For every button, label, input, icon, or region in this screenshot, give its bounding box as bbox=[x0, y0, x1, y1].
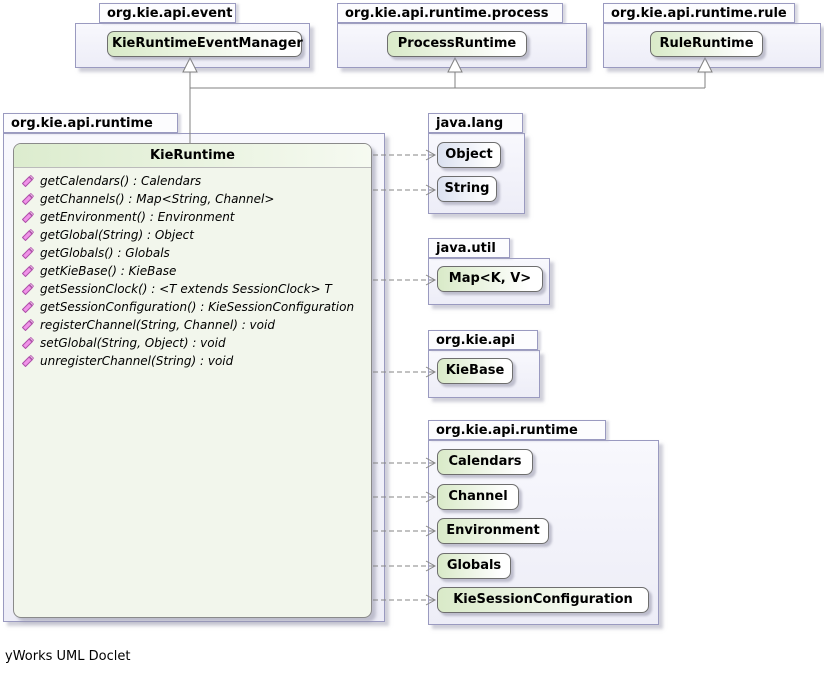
method-signature: getCalendars() : Calendars bbox=[40, 174, 202, 188]
package-tab-java-lang[interactable]: java.lang bbox=[428, 113, 523, 133]
method-item[interactable]: unregisterChannel(String) : void bbox=[20, 352, 371, 370]
method-signature: getSessionConfiguration() : KieSessionCo… bbox=[40, 300, 355, 314]
class-chip-environment[interactable]: Environment bbox=[437, 518, 549, 544]
method-icon bbox=[21, 229, 34, 242]
package-tab-org-kie-api-event[interactable]: org.kie.api.event bbox=[99, 3, 236, 23]
method-list: getCalendars() : Calendars getChannels() … bbox=[14, 172, 371, 370]
method-icon bbox=[21, 301, 34, 314]
method-icon bbox=[21, 265, 34, 278]
method-item[interactable]: getSessionClock() : <T extends SessionCl… bbox=[20, 280, 371, 298]
package-tab-java-util[interactable]: java.util bbox=[428, 238, 510, 258]
method-icon bbox=[21, 337, 34, 350]
method-item[interactable]: getKieBase() : KieBase bbox=[20, 262, 371, 280]
method-item[interactable]: getChannels() : Map<String, Channel> bbox=[20, 190, 371, 208]
method-icon bbox=[21, 319, 34, 332]
method-icon bbox=[21, 175, 34, 188]
package-tab-org-kie-api-runtime-right[interactable]: org.kie.api.runtime bbox=[428, 420, 606, 440]
method-item[interactable]: getGlobals() : Globals bbox=[20, 244, 371, 262]
method-icon bbox=[21, 211, 34, 224]
class-chip-ruleruntime[interactable]: RuleRuntime bbox=[650, 31, 763, 57]
class-chip-kiebase[interactable]: KieBase bbox=[437, 358, 513, 384]
method-item[interactable]: getCalendars() : Calendars bbox=[20, 172, 371, 190]
method-signature: registerChannel(String, Channel) : void bbox=[40, 318, 275, 332]
doclet-credit-label: yWorks UML Doclet bbox=[5, 649, 131, 664]
package-tab-org-kie-api-runtime-rule[interactable]: org.kie.api.runtime.rule bbox=[603, 3, 795, 23]
method-signature: getGlobals() : Globals bbox=[40, 246, 170, 260]
class-chip-calendars[interactable]: Calendars bbox=[437, 449, 533, 475]
package-tab-org-kie-api-runtime-process[interactable]: org.kie.api.runtime.process bbox=[337, 3, 563, 23]
class-chip-processruntime[interactable]: ProcessRuntime bbox=[387, 31, 527, 57]
method-signature: getKieBase() : KieBase bbox=[40, 264, 177, 278]
method-signature: getChannels() : Map<String, Channel> bbox=[40, 192, 275, 206]
method-item[interactable]: registerChannel(String, Channel) : void bbox=[20, 316, 371, 334]
class-chip-string[interactable]: String bbox=[437, 176, 497, 202]
class-chip-kieruntimeeventmanager[interactable]: KieRuntimeEventManager bbox=[107, 31, 303, 57]
method-icon bbox=[21, 355, 34, 368]
method-item[interactable]: getEnvironment() : Environment bbox=[20, 208, 371, 226]
method-icon bbox=[21, 283, 34, 296]
method-icon bbox=[21, 193, 34, 206]
class-chip-globals[interactable]: Globals bbox=[437, 553, 511, 579]
method-item[interactable]: getSessionConfiguration() : KieSessionCo… bbox=[20, 298, 371, 316]
method-item[interactable]: setGlobal(String, Object) : void bbox=[20, 334, 371, 352]
package-tab-org-kie-api-runtime-main[interactable]: org.kie.api.runtime bbox=[3, 113, 178, 133]
method-signature: getEnvironment() : Environment bbox=[40, 210, 235, 224]
method-signature: getSessionClock() : <T extends SessionCl… bbox=[40, 282, 332, 296]
method-signature: getGlobal(String) : Object bbox=[40, 228, 194, 242]
class-chip-kiesessionconfiguration[interactable]: KieSessionConfiguration bbox=[437, 587, 649, 613]
method-icon bbox=[21, 247, 34, 260]
class-chip-channel[interactable]: Channel bbox=[437, 484, 519, 510]
method-item[interactable]: getGlobal(String) : Object bbox=[20, 226, 371, 244]
class-title-kieruntime: KieRuntime bbox=[14, 144, 371, 168]
class-chip-map[interactable]: Map<K, V> bbox=[437, 266, 543, 292]
method-signature: unregisterChannel(String) : void bbox=[40, 354, 234, 368]
package-tab-org-kie-api[interactable]: org.kie.api bbox=[428, 330, 538, 350]
method-signature: setGlobal(String, Object) : void bbox=[40, 336, 226, 350]
class-chip-object[interactable]: Object bbox=[437, 142, 501, 168]
